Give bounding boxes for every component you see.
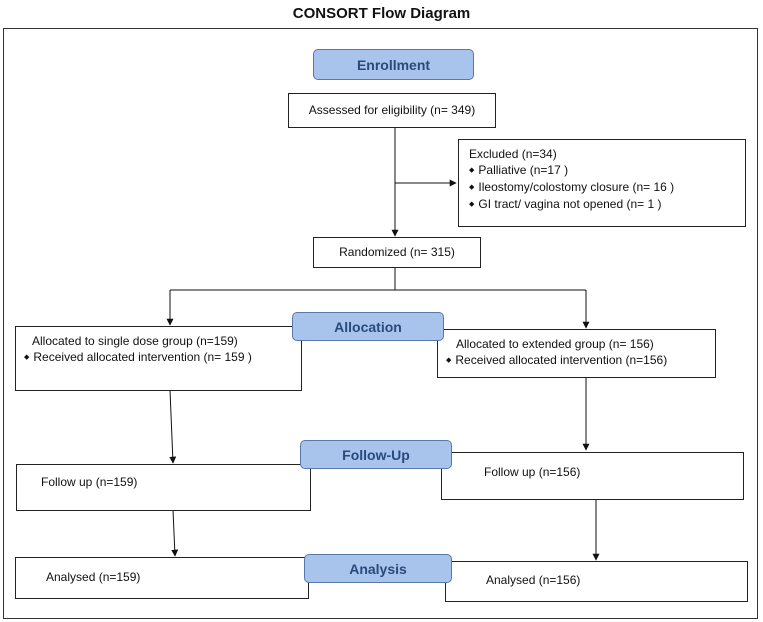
line-left-alloc-to-followup — [169, 389, 177, 464]
left-allocation-item: Received allocated intervention (n= 159 … — [24, 349, 293, 366]
randomized-box: Randomized (n= 315) — [313, 237, 481, 268]
left-allocation-box: Allocated to single dose group (n=159) R… — [15, 326, 302, 391]
right-followup-box: Follow up (n=156) — [441, 452, 744, 500]
right-allocation-item: Received allocated intervention (n=156) — [446, 352, 707, 369]
line-left-followup-to-analysed — [171, 509, 179, 557]
excluded-heading: Excluded (n=34) — [469, 147, 557, 161]
left-analysed-box: Analysed (n=159) — [15, 557, 309, 599]
excluded-box: Excluded (n=34) Palliative (n=17 ) Ileos… — [458, 139, 746, 227]
excluded-item: Ileostomy/colostomy closure (n= 16 ) — [469, 179, 735, 196]
left-allocation-heading: Allocated to single dose group (n=159) — [32, 334, 238, 348]
right-analysed-box: Analysed (n=156) — [445, 561, 748, 602]
diagram-title: CONSORT Flow Diagram — [292, 5, 471, 22]
diagram-frame — [3, 28, 758, 619]
phase-followup: Follow-Up — [300, 440, 452, 469]
phase-allocation: Allocation — [292, 312, 444, 341]
right-allocation-heading: Allocated to extended group (n= 156) — [456, 337, 654, 351]
phase-analysis: Analysis — [304, 554, 452, 583]
right-allocation-box: Allocated to extended group (n= 156) Rec… — [437, 329, 716, 378]
excluded-item: GI tract/ vagina not opened (n= 1 ) — [469, 196, 735, 213]
excluded-item: Palliative (n=17 ) — [469, 162, 735, 179]
phase-enrollment: Enrollment — [313, 49, 474, 80]
left-followup-box: Follow up (n=159) — [16, 464, 311, 511]
assessed-box: Assessed for eligibility (n= 349) — [288, 93, 496, 128]
